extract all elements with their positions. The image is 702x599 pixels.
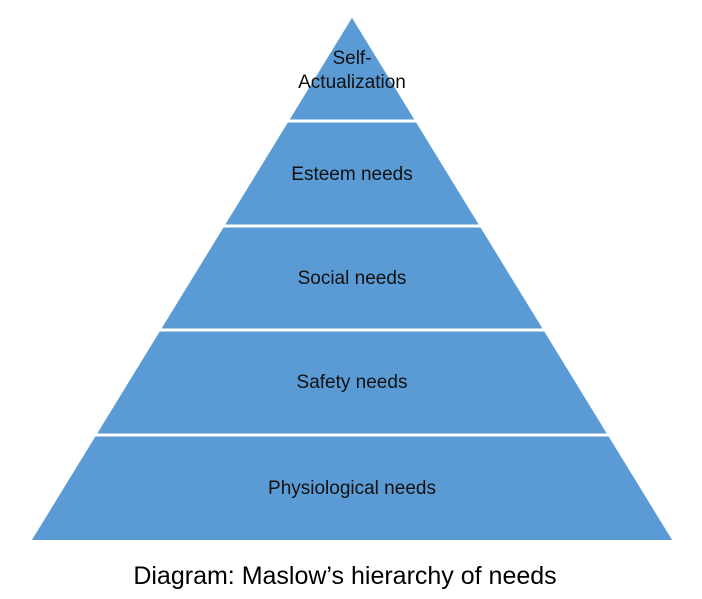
tier-band-social [160, 226, 544, 330]
tier-band-self-actualization [288, 18, 416, 121]
tier-separator [92, 433, 612, 437]
tier-label-self-actualization-line2: Actualization [298, 72, 406, 93]
tier-separator [284, 119, 420, 123]
tier-separator [220, 224, 484, 228]
tier-label-self-actualization-line1: Self- [332, 48, 371, 69]
tier-band-esteem [224, 121, 480, 226]
tier-band-physiological [32, 435, 672, 540]
tier-label-physiological: Physiological needs [268, 478, 436, 499]
tier-label-safety: Safety needs [297, 372, 408, 393]
pyramid-labels: Self- Actualization Esteem needs Social … [268, 48, 436, 499]
pyramid [32, 18, 672, 540]
tier-label-social: Social needs [298, 268, 407, 289]
tier-label-esteem: Esteem needs [291, 164, 412, 185]
tier-separator [156, 328, 548, 332]
tier-band-safety [96, 330, 608, 435]
diagram-caption: Diagram: Maslow’s hierarchy of needs [133, 562, 556, 590]
